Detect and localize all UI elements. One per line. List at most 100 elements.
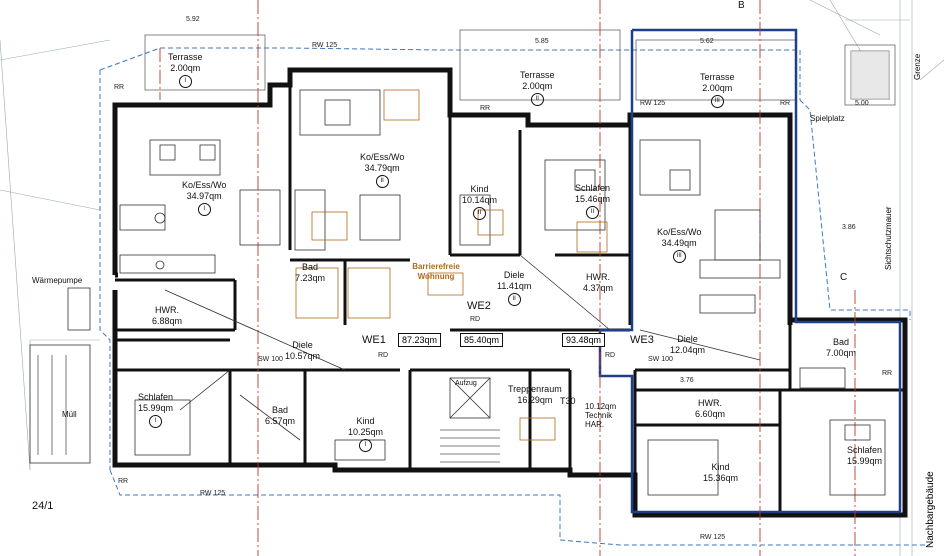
room-hwr3: HWR. 6.60qm <box>695 398 725 420</box>
rd-tag: RD <box>470 316 481 323</box>
unit-number: II <box>375 175 389 188</box>
room-name: Kind <box>356 416 375 426</box>
shower-markers <box>295 89 608 441</box>
dim-label: 3.76 <box>680 377 694 384</box>
unit-we3-label: WE3 <box>630 334 654 346</box>
room-name: Terrasse <box>520 70 555 80</box>
rd-tag: RD <box>605 352 616 359</box>
room-diele2: Diele 11.41qm II <box>497 270 531 306</box>
rr-tag: RR <box>780 100 791 107</box>
unit-number: III <box>672 250 686 263</box>
room-terrasse1: Terrasse 2.00qm I <box>168 52 203 88</box>
rw-tag: RW 125 <box>200 490 226 497</box>
unit-we3-area: 93.48qm <box>562 333 606 347</box>
room-area: 10.57qm <box>285 351 321 361</box>
we3-outline <box>598 28 902 514</box>
room-name: HWR. <box>586 272 611 282</box>
rw-tag: RW 125 <box>640 100 666 107</box>
unit-number: II <box>507 293 521 306</box>
room-diele3: Diele 12.04qm <box>670 334 705 356</box>
room-area: 15.46qm <box>575 194 611 204</box>
room-area: 34.97qm <box>186 191 222 201</box>
unit-we2-label: WE2 <box>467 300 491 312</box>
sw-tag: SW 100 <box>258 356 283 363</box>
dim-label: 5.92 <box>186 16 200 23</box>
flurstueck-label: 24/1 <box>32 500 54 512</box>
room-name: Terrasse <box>700 72 735 82</box>
room-name: Diele <box>503 270 525 280</box>
room-name: Bad <box>302 262 319 272</box>
room-kind1: Kind 10.25qm I <box>348 416 383 452</box>
nachbar-label: Nachbargebäude <box>925 471 936 548</box>
room-area: 6.60qm <box>695 409 726 419</box>
exterior-walls <box>112 67 908 518</box>
room-bad3: Bad 7.00qm <box>826 337 856 359</box>
room-area: 7.23qm <box>295 273 326 283</box>
room-name: Kind <box>711 462 730 472</box>
room-area: 15.99qm <box>847 456 883 466</box>
room-name: HWR. <box>155 305 180 315</box>
unit-we1-label: WE1 <box>362 334 386 346</box>
room-area: 4.37qm <box>583 283 614 293</box>
sichtschutz-label: Sichtschutzmauer <box>884 206 893 270</box>
dim-label: 5.85 <box>535 38 549 45</box>
unit-number: III <box>710 95 724 108</box>
room-name: Schlafen <box>847 445 883 455</box>
site-boundary <box>99 47 930 546</box>
room-name: Schlafen <box>575 183 611 193</box>
unit-number: I <box>197 203 211 216</box>
playground-sand-pattern <box>850 50 890 100</box>
room-name: Ko/Ess/Wo <box>182 180 227 190</box>
rd-tag: RD <box>378 352 389 359</box>
room-area: 34.79qm <box>364 163 400 173</box>
rr-tag: RR <box>882 370 893 377</box>
room-koess3: Ko/Ess/Wo 34.49qm III <box>657 227 701 263</box>
rr-tag: RR <box>114 84 125 91</box>
room-area: 2.00qm <box>170 63 201 73</box>
rw-tag: RW 125 <box>700 534 726 541</box>
room-hwr2: HWR. 4.37qm <box>583 272 613 294</box>
room-name: Diele <box>292 340 313 350</box>
room-bad2: Bad 7.23qm <box>295 262 325 284</box>
unit-number: I <box>149 415 163 428</box>
room-name: Kind <box>470 184 489 194</box>
room-name: HWR. <box>698 398 723 408</box>
room-area: 11.41qm <box>497 281 532 291</box>
furniture <box>29 89 886 496</box>
unit-number: II <box>586 206 600 219</box>
room-name: Schlafen <box>138 392 174 402</box>
rr-tag: RR <box>480 105 491 112</box>
room-kind3: Kind 15.36qm <box>703 462 738 484</box>
room-name: Bad <box>833 337 850 347</box>
room-area: 12.04qm <box>670 345 706 355</box>
sw-tag: SW 100 <box>648 356 673 363</box>
room-name: Ko/Ess/Wo <box>360 152 405 162</box>
room-treppen: Treppenraum 16.29qm <box>508 384 562 406</box>
room-koess2: Ko/Ess/Wo 34.79qm II <box>360 152 404 188</box>
room-area: 34.49qm <box>661 238 697 248</box>
room-kind2: Kind 10.14qm II <box>462 184 497 220</box>
room-schlafen3: Schlafen 15.99qm <box>847 445 882 467</box>
dim-label: 5.62 <box>700 38 714 45</box>
room-bad1: Bad 6.57qm <box>265 405 295 427</box>
room-name: Terrasse <box>168 52 203 62</box>
room-area: 15.36qm <box>703 473 739 483</box>
section-marker-c: C <box>840 272 848 283</box>
room-name: Ko/Ess/Wo <box>657 227 702 237</box>
fire-rating: T30 <box>560 396 576 406</box>
room-schlafen1: Schlafen 15.99qm I <box>138 392 173 428</box>
waermepumpe-label: Wärmepumpe <box>32 276 83 285</box>
muell-label: Müll <box>62 410 77 419</box>
barrierefrei-label: Barrierefreie Wohnung <box>412 262 460 281</box>
unit-number: II <box>530 93 544 106</box>
rw-tag: RW 125 <box>312 42 338 49</box>
unit-number: II <box>473 207 487 220</box>
room-name: Treppenraum <box>508 384 562 394</box>
room-area: 2.00qm <box>522 81 553 91</box>
room-area: 6.57qm <box>265 416 296 426</box>
unit-number: I <box>359 439 373 452</box>
room-name: Bad <box>272 405 289 415</box>
technik-label: 10.12qm Technik HAR. <box>585 402 617 429</box>
unit-we1-area: 87.23qm <box>398 333 442 347</box>
